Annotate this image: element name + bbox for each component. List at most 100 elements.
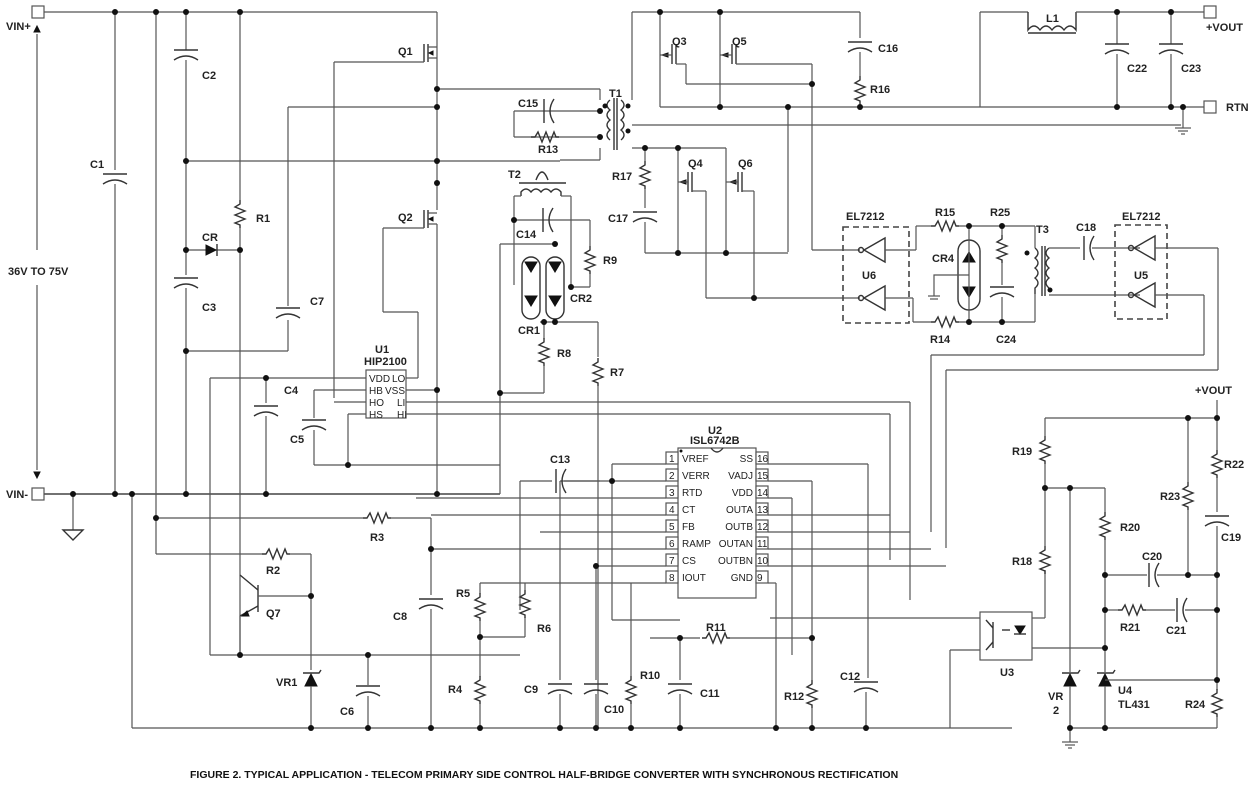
- label-c16: C16: [878, 43, 898, 55]
- junction-dot: [966, 223, 972, 229]
- label-r20: R20: [1120, 522, 1140, 534]
- ground-icon-cr4: [928, 274, 969, 300]
- input-range-arrow: [33, 24, 41, 480]
- capacitor-c12: [853, 681, 879, 693]
- junction-dot: [237, 247, 243, 253]
- u2-pin-name: SS: [740, 454, 754, 465]
- capacitor-c5: [301, 419, 327, 431]
- diode-pair-cr2: [545, 256, 565, 320]
- label-q3: Q3: [672, 36, 687, 48]
- u2-pin-box: [755, 570, 769, 584]
- junction-dot: [1214, 607, 1220, 613]
- label-c5: C5: [290, 434, 304, 446]
- junction-dot: [597, 134, 603, 140]
- u2-pin-box: [665, 468, 679, 482]
- label-q4: Q4: [688, 158, 704, 170]
- label-c15: C15: [518, 98, 538, 110]
- label-u4: U4: [1118, 685, 1133, 697]
- label-c14: C14: [516, 229, 537, 241]
- label-r22: R22: [1224, 459, 1244, 471]
- label-t3: T3: [1036, 224, 1049, 236]
- u2-pin-name: VADJ: [728, 471, 753, 482]
- ground-icon-rtn: [1175, 107, 1191, 135]
- u2-pin-box: [755, 451, 769, 465]
- label-vr2-b: 2: [1053, 705, 1059, 717]
- u2-pin-number: 13: [757, 505, 769, 516]
- u2-pin-name: IOUT: [682, 573, 706, 584]
- label-c19: C19: [1221, 532, 1241, 544]
- u1-pin-hi: HI: [397, 410, 407, 421]
- transformer-t2: [519, 171, 566, 196]
- junction-dot: [237, 652, 243, 658]
- junction-dot: [809, 725, 815, 731]
- label-r23: R23: [1160, 491, 1180, 503]
- junction-dot: [183, 348, 189, 354]
- label-t2: T2: [508, 169, 521, 181]
- u2-pin-box: [665, 451, 679, 465]
- resistor-r3: [362, 512, 392, 524]
- label-c12: C12: [840, 671, 860, 683]
- junction-dot: [1102, 645, 1108, 651]
- label-r10: R10: [640, 670, 660, 682]
- label-c17: C17: [608, 213, 628, 225]
- u2-ref: U2: [708, 425, 722, 437]
- label-c20: C20: [1142, 551, 1162, 563]
- label-c10: C10: [604, 704, 624, 716]
- capacitor-c19: [1204, 515, 1230, 527]
- u2-pin-number: 1: [669, 454, 675, 465]
- junction-dot: [237, 9, 243, 15]
- capacitor-c8: [418, 598, 444, 610]
- vout-terminal: [1203, 5, 1217, 19]
- capacitor-c22: [1104, 43, 1130, 55]
- resistor-r7: [592, 357, 604, 387]
- label-c1: C1: [90, 159, 104, 171]
- junction-dot: [365, 725, 371, 731]
- u1-pin-li: LI: [397, 398, 405, 409]
- u2-pin-number: 14: [757, 488, 769, 499]
- label-r21: R21: [1120, 622, 1140, 634]
- label-r16: R16: [870, 84, 890, 96]
- u2-pin-box: [665, 536, 679, 550]
- u1-pin-vdd: VDD: [369, 374, 390, 385]
- u2-pin-number: 10: [757, 556, 769, 567]
- vout-label: +VOUT: [1206, 22, 1243, 34]
- junction-dot: [434, 104, 440, 110]
- vin-minus-terminal: [31, 487, 45, 501]
- junction-dot: [1114, 104, 1120, 110]
- u2-pin-number: 12: [757, 522, 769, 533]
- junction-dot: [308, 593, 314, 599]
- ic-u2-isl6742b: U2 ISL6742B: [677, 425, 757, 599]
- junction-dot: [477, 634, 483, 640]
- junction-dot: [597, 108, 603, 114]
- u2-pin-box: [755, 485, 769, 499]
- u1-part: HIP2100: [364, 356, 407, 368]
- diode-pair-cr4: [957, 226, 981, 322]
- junction-dot: [183, 9, 189, 15]
- junction-dot: [1168, 104, 1174, 110]
- junction-dot: [677, 635, 683, 641]
- u2-pin-name: VDD: [732, 488, 753, 499]
- u2-pin-number: 15: [757, 471, 769, 482]
- resistor-r2: [261, 548, 291, 560]
- u2-part: ISL6742B: [690, 435, 740, 447]
- resistor-r4: [474, 675, 486, 705]
- u2-pin-name: CS: [682, 556, 696, 567]
- u2-pin-name: OUTA: [726, 505, 753, 516]
- resistor-r25: [996, 234, 1008, 264]
- label-r4: R4: [448, 684, 463, 696]
- capacitor-c3: [173, 277, 199, 289]
- junction-dot: [809, 81, 815, 87]
- junction-dot: [1114, 9, 1120, 15]
- junction-dot: [1042, 485, 1048, 491]
- junction-dot: [434, 491, 440, 497]
- u2-pin-box: [755, 502, 769, 516]
- label-q1: Q1: [398, 46, 413, 58]
- resistor-r18: [1039, 545, 1051, 575]
- resistor-r20: [1099, 511, 1111, 541]
- buffer-u6-b: [857, 284, 886, 312]
- label-c23: C23: [1181, 63, 1201, 75]
- resistor-r5: [474, 592, 486, 622]
- shunt-regulator-u4: [1097, 669, 1116, 687]
- junction-dot: [593, 563, 599, 569]
